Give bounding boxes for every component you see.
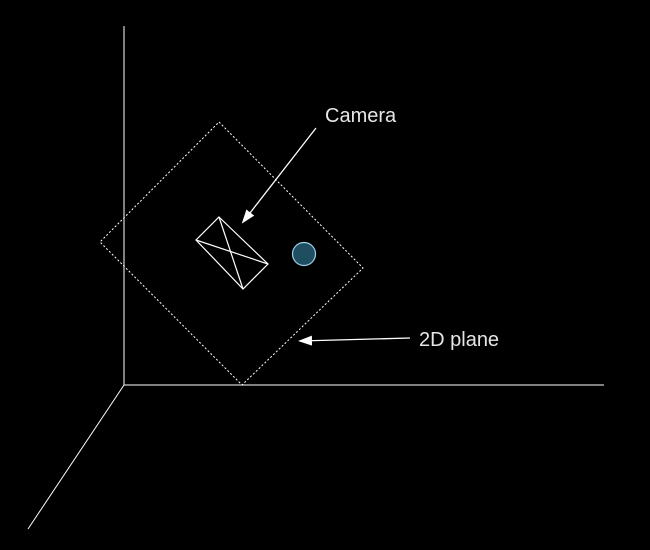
camera-icon — [195, 216, 269, 290]
plane-outline — [99, 121, 364, 386]
camera-label: Camera — [325, 105, 397, 127]
camera-diagonal-2 — [195, 239, 269, 265]
camera-frame — [195, 216, 269, 290]
plane-arrow — [298, 335, 411, 346]
depth-axis — [27, 384, 125, 530]
camera-arrow — [241, 127, 317, 224]
axes — [27, 26, 604, 530]
object-circle — [291, 241, 317, 267]
camera-diagonal-1 — [218, 216, 244, 290]
plane-label: 2D plane — [419, 329, 499, 351]
